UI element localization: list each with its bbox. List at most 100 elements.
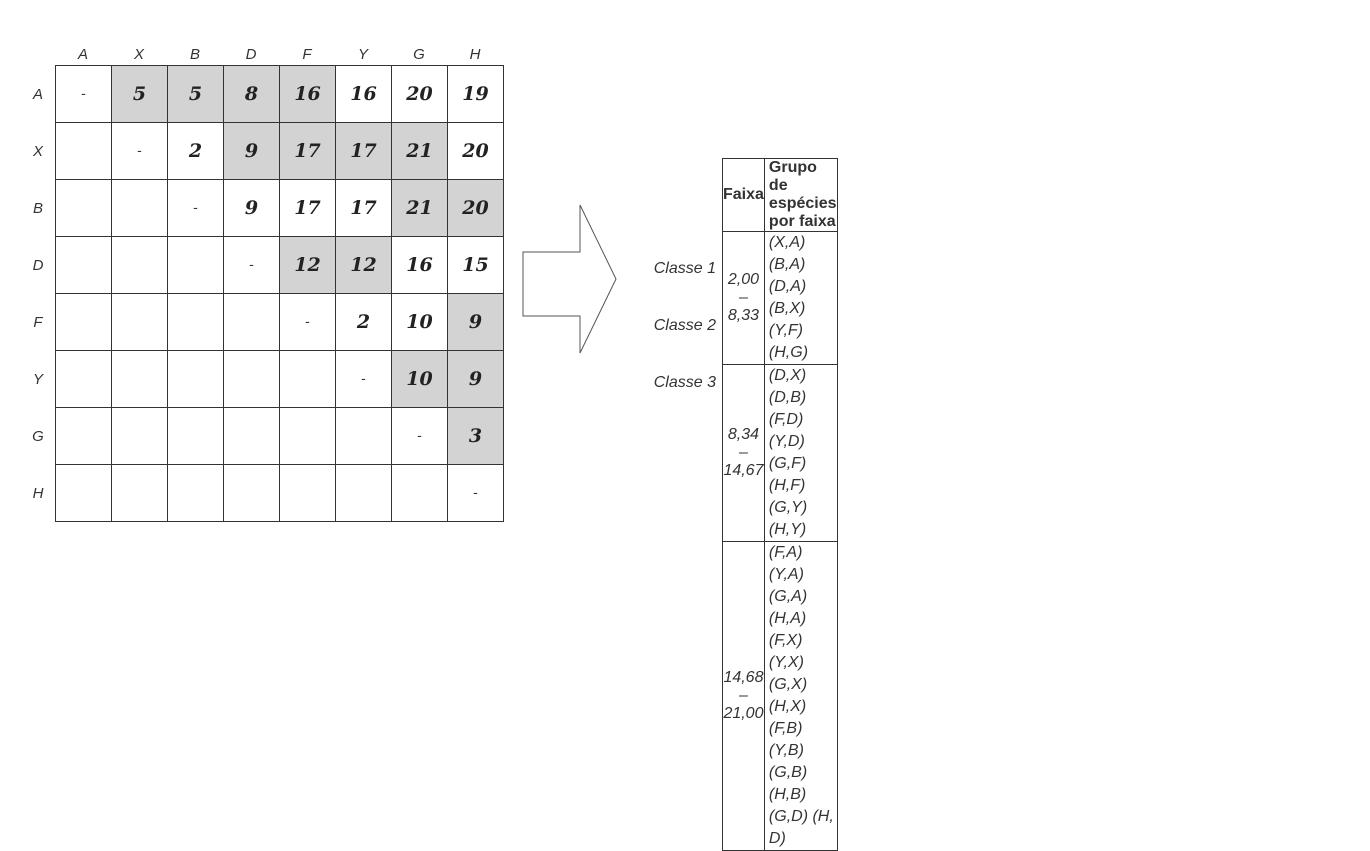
matrix-col-header: D	[245, 46, 257, 63]
grupo-cell: (X,A) (B,A) (D,A) (B,X) (Y,F) (H,G)	[763, 231, 838, 365]
classes-table: Faixa Grupo de espécies por faixa 2,00 –…	[722, 158, 838, 851]
matrix-cell	[335, 407, 392, 465]
table-row: -3	[55, 407, 504, 465]
matrix-cell	[279, 407, 336, 465]
matrix-cell	[111, 236, 168, 294]
matrix-cell	[111, 179, 168, 237]
distance-value: 17	[350, 197, 377, 219]
matrix-cell: 20	[447, 179, 504, 237]
matrix-cell	[223, 350, 280, 408]
matrix-cell	[223, 464, 280, 522]
class-label: Classe 3	[653, 374, 716, 391]
matrix-cell: 8	[223, 65, 280, 123]
matrix-row-header: H	[32, 485, 44, 502]
diagonal-dash: -	[417, 427, 422, 443]
matrix-cell	[167, 236, 224, 294]
table-row: 14,68 – 21,00 (F,A) (Y,A) (G,A) (H,A) (F…	[722, 541, 838, 851]
matrix-cell	[391, 464, 448, 522]
matrix-col-header: F	[302, 46, 312, 63]
distance-value: 17	[294, 197, 321, 219]
diagonal-dash: -	[137, 142, 142, 158]
matrix-cell: 16	[335, 65, 392, 123]
matrix-cell: 10	[391, 350, 448, 408]
matrix-cell: 5	[167, 65, 224, 123]
matrix-cell	[167, 407, 224, 465]
matrix-cell: -	[391, 407, 448, 465]
matrix-cell: -	[55, 65, 112, 123]
matrix-cell: 9	[447, 293, 504, 351]
faixa-cell: 14,68 – 21,00	[722, 541, 765, 851]
matrix-cell: -	[167, 179, 224, 237]
matrix-col-header: B	[189, 46, 200, 63]
distance-value: 10	[406, 311, 433, 333]
matrix-cell: 20	[391, 65, 448, 123]
distance-value: 2	[356, 311, 371, 333]
grupo-header: Grupo de espécies por faixa	[763, 158, 838, 232]
matrix-cell	[111, 350, 168, 408]
matrix-row-header: F	[33, 314, 43, 331]
matrix-row-header: D	[32, 257, 44, 274]
matrix-cell	[55, 350, 112, 408]
matrix-cell: 3	[447, 407, 504, 465]
matrix-col-header: G	[413, 46, 425, 63]
table-row: 8,34 – 14,67 (D,X) (D,B) (F,D) (Y,D) (G,…	[722, 364, 838, 542]
matrix-cell	[279, 350, 336, 408]
grupo-cell: (F,A) (Y,A) (G,A) (H,A) (F,X) (Y,X) (G,X…	[763, 541, 838, 851]
distance-value: 16	[406, 254, 433, 276]
matrix-cell: 17	[279, 122, 336, 180]
matrix-cell: 17	[279, 179, 336, 237]
distance-value: 20	[462, 140, 489, 162]
distance-value: 9	[244, 140, 259, 162]
distance-value: 19	[462, 83, 489, 105]
distance-value: 5	[188, 83, 203, 105]
distance-value: 3	[468, 425, 483, 447]
distance-value: 17	[294, 140, 321, 162]
classes-table-header-row: Faixa Grupo de espécies por faixa	[722, 158, 838, 232]
distance-value: 21	[406, 140, 433, 162]
matrix-cell: 10	[391, 293, 448, 351]
matrix-row-header: B	[32, 200, 43, 217]
matrix-col-header: H	[469, 46, 481, 63]
distance-value: 10	[406, 368, 433, 390]
matrix-col-header: A	[77, 46, 88, 63]
matrix-cell: 20	[447, 122, 504, 180]
matrix-cell: 16	[279, 65, 336, 123]
grupo-line: (F,A) (Y,A) (G,A) (H,A) (F,X) (Y,X) (G,X…	[768, 544, 808, 693]
matrix-cell: 2	[335, 293, 392, 351]
matrix-cell	[55, 464, 112, 522]
matrix-cell	[111, 293, 168, 351]
table-row: -	[55, 464, 504, 522]
distance-value: 20	[406, 83, 433, 105]
table-row: 2,00 – 8,33 (X,A) (B,A) (D,A) (B,X) (Y,F…	[722, 231, 838, 365]
matrix-cell: 21	[391, 122, 448, 180]
matrix-cell	[279, 464, 336, 522]
matrix-cell: -	[447, 464, 504, 522]
class-label: Classe 1	[653, 260, 716, 277]
matrix-cell: 9	[223, 122, 280, 180]
matrix-cell: 2	[167, 122, 224, 180]
matrix-cell: 21	[391, 179, 448, 237]
right-arrow-icon	[522, 204, 617, 354]
matrix-cell: 9	[447, 350, 504, 408]
matrix-cell: 12	[335, 236, 392, 294]
distance-value: 16	[350, 83, 377, 105]
distance-value: 5	[132, 83, 147, 105]
matrix-cell	[111, 407, 168, 465]
matrix-cell: 12	[279, 236, 336, 294]
matrix-cell: -	[223, 236, 280, 294]
distance-value: 12	[294, 254, 321, 276]
diagonal-dash: -	[193, 199, 198, 215]
distance-value: 8	[244, 83, 259, 105]
grupo-line: (H,X) (F,B) (Y,B) (G,B) (H,B) (G,D) (H, …	[768, 698, 834, 847]
matrix-cell	[223, 293, 280, 351]
class-label: Classe 2	[653, 317, 716, 334]
distance-value: 12	[350, 254, 377, 276]
faixa-header: Faixa	[722, 158, 765, 232]
matrix-cell: 15	[447, 236, 504, 294]
matrix-cell	[111, 464, 168, 522]
faixa-cell: 2,00 – 8,33	[722, 231, 765, 365]
distance-value: 9	[244, 197, 259, 219]
matrix-cell: -	[335, 350, 392, 408]
